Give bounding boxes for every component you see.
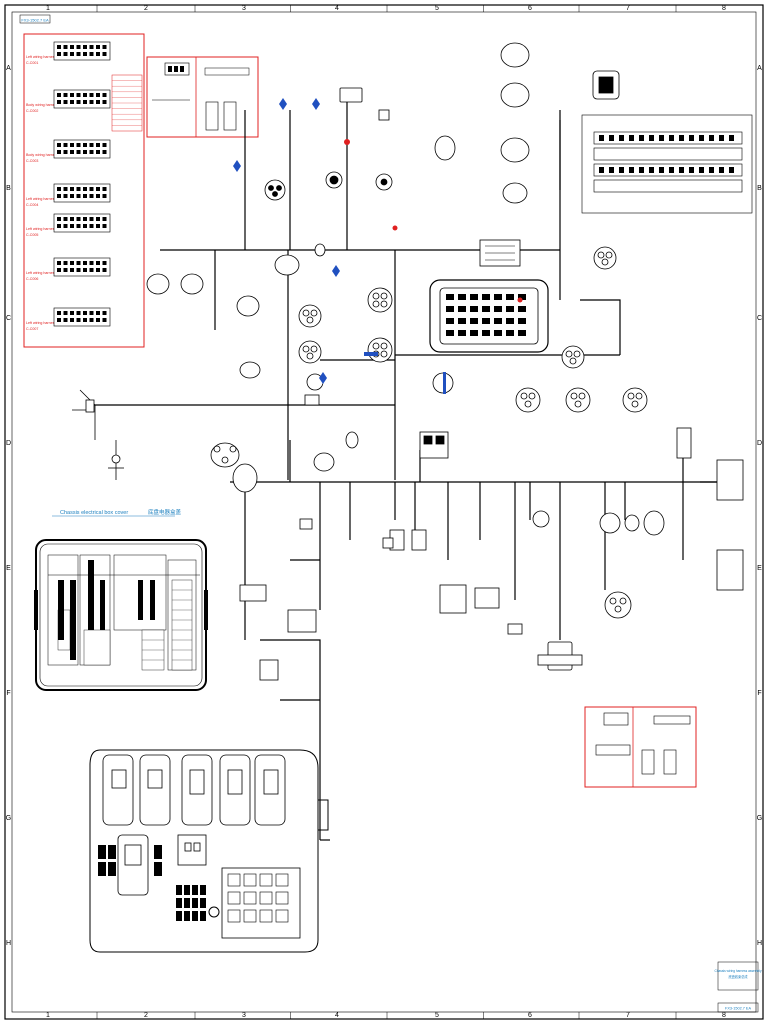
grid-letter: B: [6, 185, 11, 192]
inset-box-bottom: [584, 706, 697, 788]
interface-code: C-C001: [26, 61, 38, 65]
grid-letter: D: [757, 440, 762, 447]
grid-number: 3: [242, 1012, 246, 1019]
grid-number: 2: [144, 5, 148, 12]
grid-letters-left: A B C D E F G H: [6, 65, 11, 947]
interface-connector: [53, 139, 111, 159]
grid-letter: C: [6, 315, 11, 322]
grid-letter: A: [757, 65, 762, 72]
grid-number: 3: [242, 5, 246, 12]
grid-number: 8: [722, 1012, 726, 1019]
grid-number: 8: [722, 5, 726, 12]
grid-number: 1: [46, 1012, 50, 1019]
fuse-box: [89, 749, 329, 953]
interface-connector: [53, 307, 111, 327]
grid-letters-right: A B C D E F G H: [757, 65, 762, 947]
chassis-box-cover: Chassis electrical box cover 底盘电器盒盖: [34, 508, 208, 691]
interface-connector: [53, 41, 111, 61]
grid-letter: A: [6, 65, 11, 72]
interface-code: C-C007: [26, 327, 38, 331]
grid-letter: D: [6, 440, 11, 447]
upper-connectors: [146, 42, 620, 406]
grid-numbers-bottom: 1 2 3 4 5 6 7 8: [46, 1012, 726, 1019]
grid-letter: H: [6, 940, 11, 947]
sheet-inner-border: [11, 11, 757, 1013]
interface-label: Left wiring harness interface (blue): [26, 227, 81, 231]
blue-markers: [233, 98, 446, 394]
tcu-connector: [581, 114, 753, 214]
grid-letter: F: [757, 690, 761, 697]
grid-number: 4: [335, 1012, 339, 1019]
interface-code: C-C005: [26, 233, 38, 237]
interface-code: C-C002: [26, 109, 38, 113]
grid-letter: E: [6, 565, 11, 572]
doc-code-bottom: FX3-1502.7 EA: [725, 1007, 751, 1011]
left-ground-area: [72, 389, 124, 480]
grid-letter: E: [757, 565, 762, 572]
interface-connector: [53, 183, 111, 203]
grid-letter: G: [6, 815, 11, 822]
title-en: Chassis wiring harness assembly: [714, 969, 762, 973]
chassis-box-title: Chassis electrical box cover: [60, 510, 128, 516]
grid-number: 7: [626, 1012, 630, 1019]
interface-code: C-C003: [26, 159, 38, 163]
grid-number: 5: [435, 1012, 439, 1019]
interface-connector: [53, 257, 111, 277]
interface-code: C-C006: [26, 277, 38, 281]
grid-letter: H: [757, 940, 762, 947]
interface-panel: [23, 33, 145, 348]
grid-number: 6: [528, 1012, 532, 1019]
interface-connector: [53, 89, 111, 109]
interface-connector: [53, 213, 111, 233]
title-cn: 底盘线束总成: [728, 974, 748, 979]
grid-letter: B: [757, 185, 762, 192]
chassis-box-title-cn: 底盘电器盒盖: [148, 508, 182, 516]
interface-code: C-C004: [26, 203, 38, 207]
doc-code-bottom-box: [717, 1002, 759, 1013]
inset-bottom-connectors: [595, 712, 691, 775]
red-markers: [344, 139, 523, 303]
doc-code-top: FX3-1502.7 EA: [21, 18, 49, 23]
grid-letter: F: [6, 690, 10, 697]
grid-number: 5: [435, 5, 439, 12]
right-sensors: [432, 246, 744, 671]
grid-number: 4: [335, 5, 339, 12]
grid-number: 7: [626, 5, 630, 12]
grid-numbers-top: 1 2 3 4 5 6 7 8: [46, 5, 726, 12]
inset-box-top: [146, 56, 259, 138]
title-block: [717, 961, 759, 991]
grid-letter: G: [757, 815, 762, 822]
grid-number: 1: [46, 5, 50, 12]
sheet-border: [4, 4, 764, 1020]
lower-connectors: [210, 431, 523, 681]
interface-list: Left wiring harness interface (black)C-C…: [26, 41, 143, 331]
ecu-connector: [429, 239, 549, 353]
doc-code-box: [19, 14, 51, 24]
grid-letter: C: [757, 315, 762, 322]
inset-top-connectors: [152, 62, 250, 131]
grid-number: 6: [528, 5, 532, 12]
harness-trunks: [90, 100, 740, 841]
grid-number: 2: [144, 1012, 148, 1019]
